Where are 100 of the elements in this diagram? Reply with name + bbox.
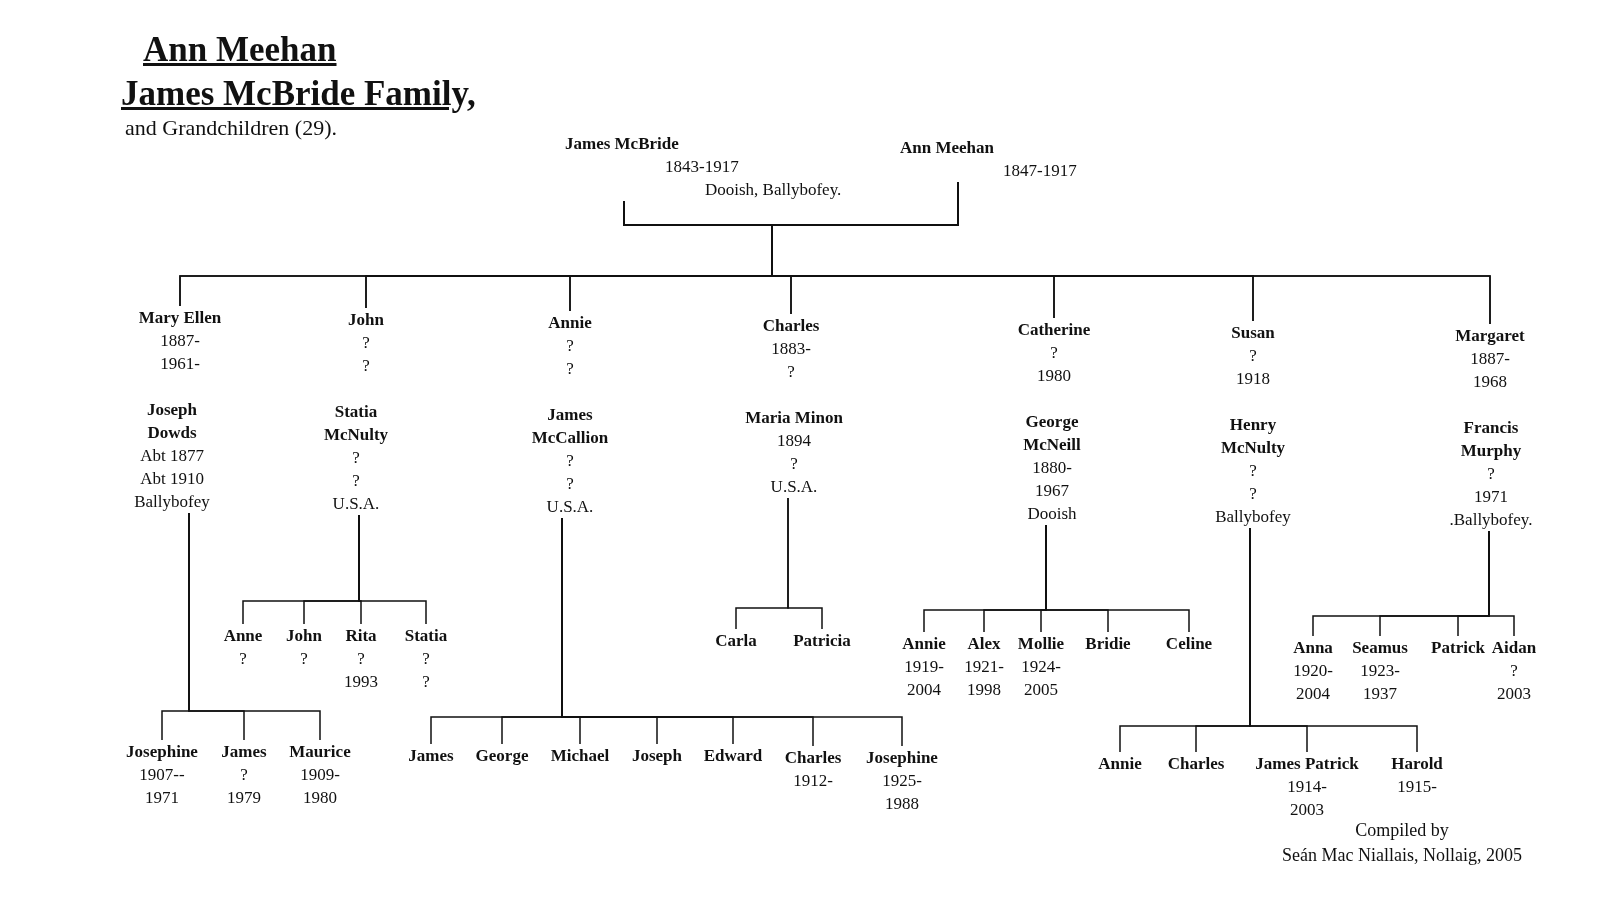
person-name: Josephine <box>866 747 938 769</box>
family-line <box>1488 530 1515 637</box>
detail-text: 1920- <box>1293 660 1333 682</box>
detail-text: 1998 <box>966 679 1002 701</box>
detail-text: U.S.A. <box>331 493 381 515</box>
detail-text: 2005 <box>1023 679 1059 701</box>
person-name: George McNeill <box>1022 411 1082 456</box>
person-name: Margaret <box>1455 325 1525 347</box>
detail-text: Dooish, Ballybofey. <box>704 179 842 201</box>
detail-text: ? <box>565 358 575 380</box>
detail-text: ? <box>1509 660 1519 682</box>
person-name: Mollie <box>1017 633 1065 655</box>
person-name: Charles <box>762 315 820 337</box>
person-name: Bridie <box>1085 633 1131 655</box>
person-name: Maria Minon <box>744 407 844 429</box>
person-name: Seamus <box>1352 637 1408 659</box>
person-name: Edward <box>703 745 763 767</box>
person-name: John <box>286 625 322 647</box>
detail-text: U.S.A. <box>769 476 819 498</box>
person-name: Maurice <box>289 741 351 763</box>
detail-text: ? <box>1248 483 1258 505</box>
detail-text: ? <box>565 335 575 357</box>
detail-text: 1924- <box>1020 656 1062 678</box>
detail-text: Abt 1910 <box>139 468 205 490</box>
detail-text: 1894 <box>776 430 812 452</box>
detail-text: 2004 <box>906 679 942 701</box>
detail-text: 1921- <box>964 656 1004 678</box>
detail-text: ? <box>351 470 361 492</box>
detail-text: 1914- <box>1286 776 1328 798</box>
detail-text: 1847-1917 <box>1002 160 1077 182</box>
detail-text: 1961- <box>159 353 201 375</box>
detail-text: ? <box>299 648 309 670</box>
diagram-title: Ann Meehan James McBride Family, <box>121 29 476 115</box>
detail-text: ? <box>351 447 361 469</box>
person-name: Aidan <box>1491 637 1537 659</box>
detail-text: 1887- <box>159 330 201 352</box>
person-name: Rita <box>344 625 378 647</box>
person-name: Annie <box>548 312 592 334</box>
detail-text: ? <box>238 648 248 670</box>
detail-text: 1967 <box>1034 480 1070 502</box>
person-name: James <box>221 741 267 763</box>
detail-text: 1923- <box>1359 660 1401 682</box>
person-name: Mary Ellen <box>138 307 222 329</box>
detail-text: ? <box>1248 345 1258 367</box>
detail-text: ? <box>1049 342 1059 364</box>
family-line <box>188 512 321 741</box>
detail-text: ? <box>361 332 371 354</box>
person-name: Joseph <box>631 745 683 767</box>
person-name: Anne <box>223 625 263 647</box>
detail-text: ? <box>361 355 371 377</box>
person-name: Alex <box>966 633 1002 655</box>
person-name: Susan <box>1231 322 1275 344</box>
person-name: Harold <box>1391 753 1443 775</box>
person-name: Anna <box>1293 637 1333 659</box>
person-name: George <box>475 745 529 767</box>
detail-text: 1909- <box>299 764 341 786</box>
detail-text: ? <box>1486 463 1496 485</box>
detail-text: ? <box>786 361 796 383</box>
person-name: Statia McNulty <box>322 401 390 446</box>
person-name: Annie <box>1098 753 1142 775</box>
person-name: James <box>408 745 454 767</box>
detail-text: ? <box>421 648 431 670</box>
credit-text: Compiled by <box>1355 820 1449 841</box>
person-name: John <box>348 309 384 331</box>
detail-text: 1915- <box>1396 776 1438 798</box>
detail-text: 1925- <box>881 770 923 792</box>
person-name: Michael <box>550 745 610 767</box>
person-name: Carla <box>715 630 757 652</box>
person-name: Patricia <box>793 630 851 652</box>
detail-text: ? <box>239 764 249 786</box>
detail-text: .Ballybofey. <box>1448 509 1534 531</box>
detail-text: 1883- <box>770 338 812 360</box>
detail-text: ? <box>565 473 575 495</box>
detail-text: 1980 <box>1036 365 1072 387</box>
detail-text: Abt 1877 <box>139 445 205 467</box>
detail-text: 1968 <box>1472 371 1508 393</box>
person-name: James McBride <box>565 133 680 155</box>
person-name: Charles <box>1167 753 1225 775</box>
detail-text: ? <box>789 453 799 475</box>
detail-text: Ballybofey <box>1214 506 1292 528</box>
credit-text: Seán Mac Niallais, Nollaig, 2005 <box>1282 845 1522 866</box>
detail-text: 1880- <box>1031 457 1073 479</box>
person-name: Annie <box>902 633 946 655</box>
person-name: Josephine <box>126 741 198 763</box>
detail-text: 2003 <box>1496 683 1532 705</box>
family-line <box>1045 524 1190 633</box>
detail-text: Ballybofey <box>133 491 211 513</box>
detail-text: 1971 <box>144 787 180 809</box>
detail-text: 1918 <box>1235 368 1271 390</box>
person-name: Celine <box>1165 633 1213 655</box>
person-name: James McCallion <box>530 404 610 449</box>
detail-text: 2003 <box>1289 799 1325 821</box>
detail-text: 1887- <box>1469 348 1511 370</box>
detail-text: ? <box>356 648 366 670</box>
detail-text: 1988 <box>884 793 920 815</box>
person-name: Patrick <box>1431 637 1485 659</box>
person-name: Henry McNulty <box>1219 414 1287 459</box>
detail-text: 1919- <box>903 656 945 678</box>
person-name: Statia <box>404 625 448 647</box>
detail-text: Dooish <box>1026 503 1078 525</box>
